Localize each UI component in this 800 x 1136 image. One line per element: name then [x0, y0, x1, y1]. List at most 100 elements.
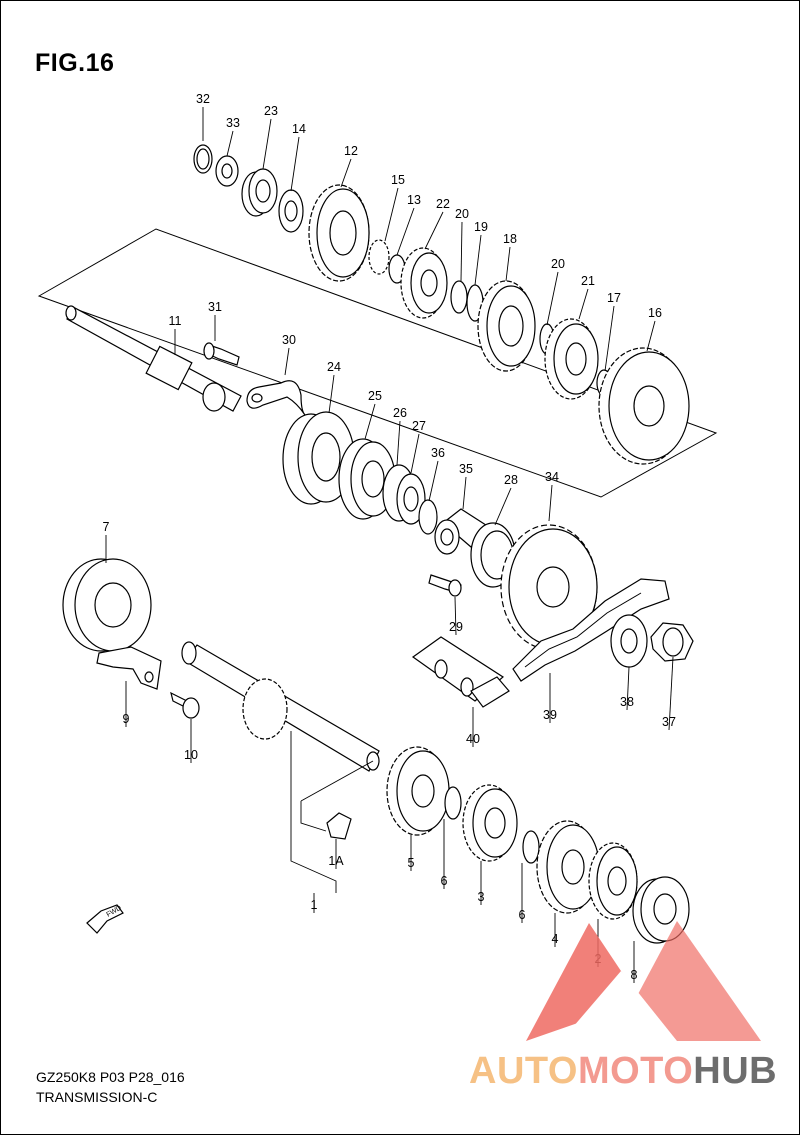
bearing-part — [241, 168, 278, 217]
bolt-part — [428, 574, 462, 597]
watermark-part-auto: AUTO — [469, 1050, 578, 1092]
callout-leader-line — [284, 347, 290, 376]
nut-part — [650, 622, 694, 662]
callout-number: 39 — [543, 708, 557, 722]
circlip-part — [193, 144, 213, 174]
callout-number: 33 — [226, 116, 240, 130]
callout-number: 35 — [459, 462, 473, 476]
forward-arrow-icon: FWD — [86, 904, 124, 934]
callout-number: 5 — [408, 856, 415, 870]
callout-number: 29 — [449, 620, 463, 634]
callout-leader-line — [494, 487, 512, 526]
callout-number: 1 — [311, 898, 318, 912]
countershaft-group-outline — [37, 228, 718, 498]
callout-leader-line — [578, 288, 589, 320]
callout-leader-line — [262, 118, 272, 170]
callout-leaders — [105, 107, 674, 983]
callout-leader-line — [505, 246, 511, 282]
bolt-part — [170, 691, 200, 719]
callout-leader-line — [462, 476, 467, 510]
callout-leader-line — [460, 221, 463, 282]
mainshaft-piece-part — [326, 812, 352, 840]
callout-leader-line — [340, 158, 352, 188]
callout-number: 6 — [519, 908, 526, 922]
callout-leader-line — [396, 207, 415, 256]
section-name: TRANSMISSION-C — [36, 1089, 158, 1105]
watermark-logo-icon — [526, 921, 761, 1041]
callout-number: 3 — [478, 890, 485, 904]
washer-part — [215, 155, 239, 187]
washer-part — [382, 464, 426, 525]
callout-leader-line — [410, 433, 420, 474]
gear-part — [477, 280, 536, 372]
callout-leader-line — [364, 403, 376, 440]
callout-number: 30 — [282, 333, 296, 347]
bushing-part — [368, 239, 406, 284]
callout-leader-line — [290, 136, 300, 192]
callout-number: 37 — [662, 715, 676, 729]
callout-number: 10 — [184, 748, 198, 762]
callout-number: 26 — [393, 406, 407, 420]
callout-leader-line — [626, 666, 630, 711]
callout-number: 4 — [552, 932, 559, 946]
callout-number: 18 — [503, 232, 517, 246]
callout-number: 36 — [431, 446, 445, 460]
chain-joint-part — [411, 636, 510, 708]
gear-part — [598, 347, 690, 465]
gear-part — [588, 842, 638, 920]
callout-leader-line — [454, 596, 457, 636]
callout-number: 23 — [264, 104, 278, 118]
figure-title: FIG.16 — [35, 49, 115, 77]
watermark-part-hub: HUB — [693, 1050, 778, 1092]
callout-number: 21 — [581, 274, 595, 288]
callout-number: 8 — [631, 968, 638, 982]
callout-number: 6 — [441, 874, 448, 888]
callout-number: 24 — [327, 360, 341, 374]
group-bracket-line — [300, 760, 374, 802]
callout-leader-line — [604, 305, 615, 372]
callout-number: 1A — [328, 854, 344, 868]
callout-number: 25 — [368, 389, 382, 403]
o-ring-part — [418, 499, 438, 535]
drive-sprocket-part — [500, 524, 598, 650]
callout-number: 34 — [545, 470, 559, 484]
callout-number: 32 — [196, 92, 210, 106]
callout-leader-line — [668, 656, 674, 731]
bolt-part — [203, 342, 240, 366]
callout-leader-line — [546, 271, 559, 326]
callout-number: 40 — [466, 732, 480, 746]
watermark-part-moto: MOTO — [577, 1050, 694, 1092]
callout-number: 19 — [474, 220, 488, 234]
callout-number: 11 — [169, 314, 182, 328]
callout-number: 16 — [648, 306, 662, 320]
gear-part — [462, 784, 518, 862]
callout-number: 38 — [620, 695, 634, 709]
callout-number: 17 — [607, 291, 621, 305]
callout-number: 20 — [455, 207, 469, 221]
callout-number: 28 — [504, 473, 518, 487]
thrust-washer-part — [278, 189, 304, 233]
circlip-part — [522, 830, 540, 864]
callout-number: 14 — [292, 122, 306, 136]
callout-number: 31 — [208, 300, 222, 314]
callout-number: 9 — [123, 712, 130, 726]
callout-leader-line — [396, 420, 401, 466]
bearing-retainer-part — [96, 646, 162, 690]
callout-number: 13 — [407, 193, 421, 207]
callout-leader-line — [424, 211, 444, 250]
callout-leader-line — [384, 187, 399, 242]
callout-number: 20 — [551, 257, 565, 271]
watermark-brand: AUTOMOTOHUB — [469, 1050, 777, 1093]
gear-part — [400, 247, 448, 319]
gear-part — [544, 318, 599, 400]
group-bracket-line — [300, 801, 327, 832]
lock-washer-part — [610, 614, 648, 668]
callout-number: 7 — [103, 520, 110, 534]
countershaft-part — [65, 305, 242, 412]
circlip-part — [444, 786, 462, 820]
gear-part — [386, 746, 450, 836]
callout-leader-line — [548, 484, 553, 522]
callout-leader-line — [328, 374, 335, 414]
